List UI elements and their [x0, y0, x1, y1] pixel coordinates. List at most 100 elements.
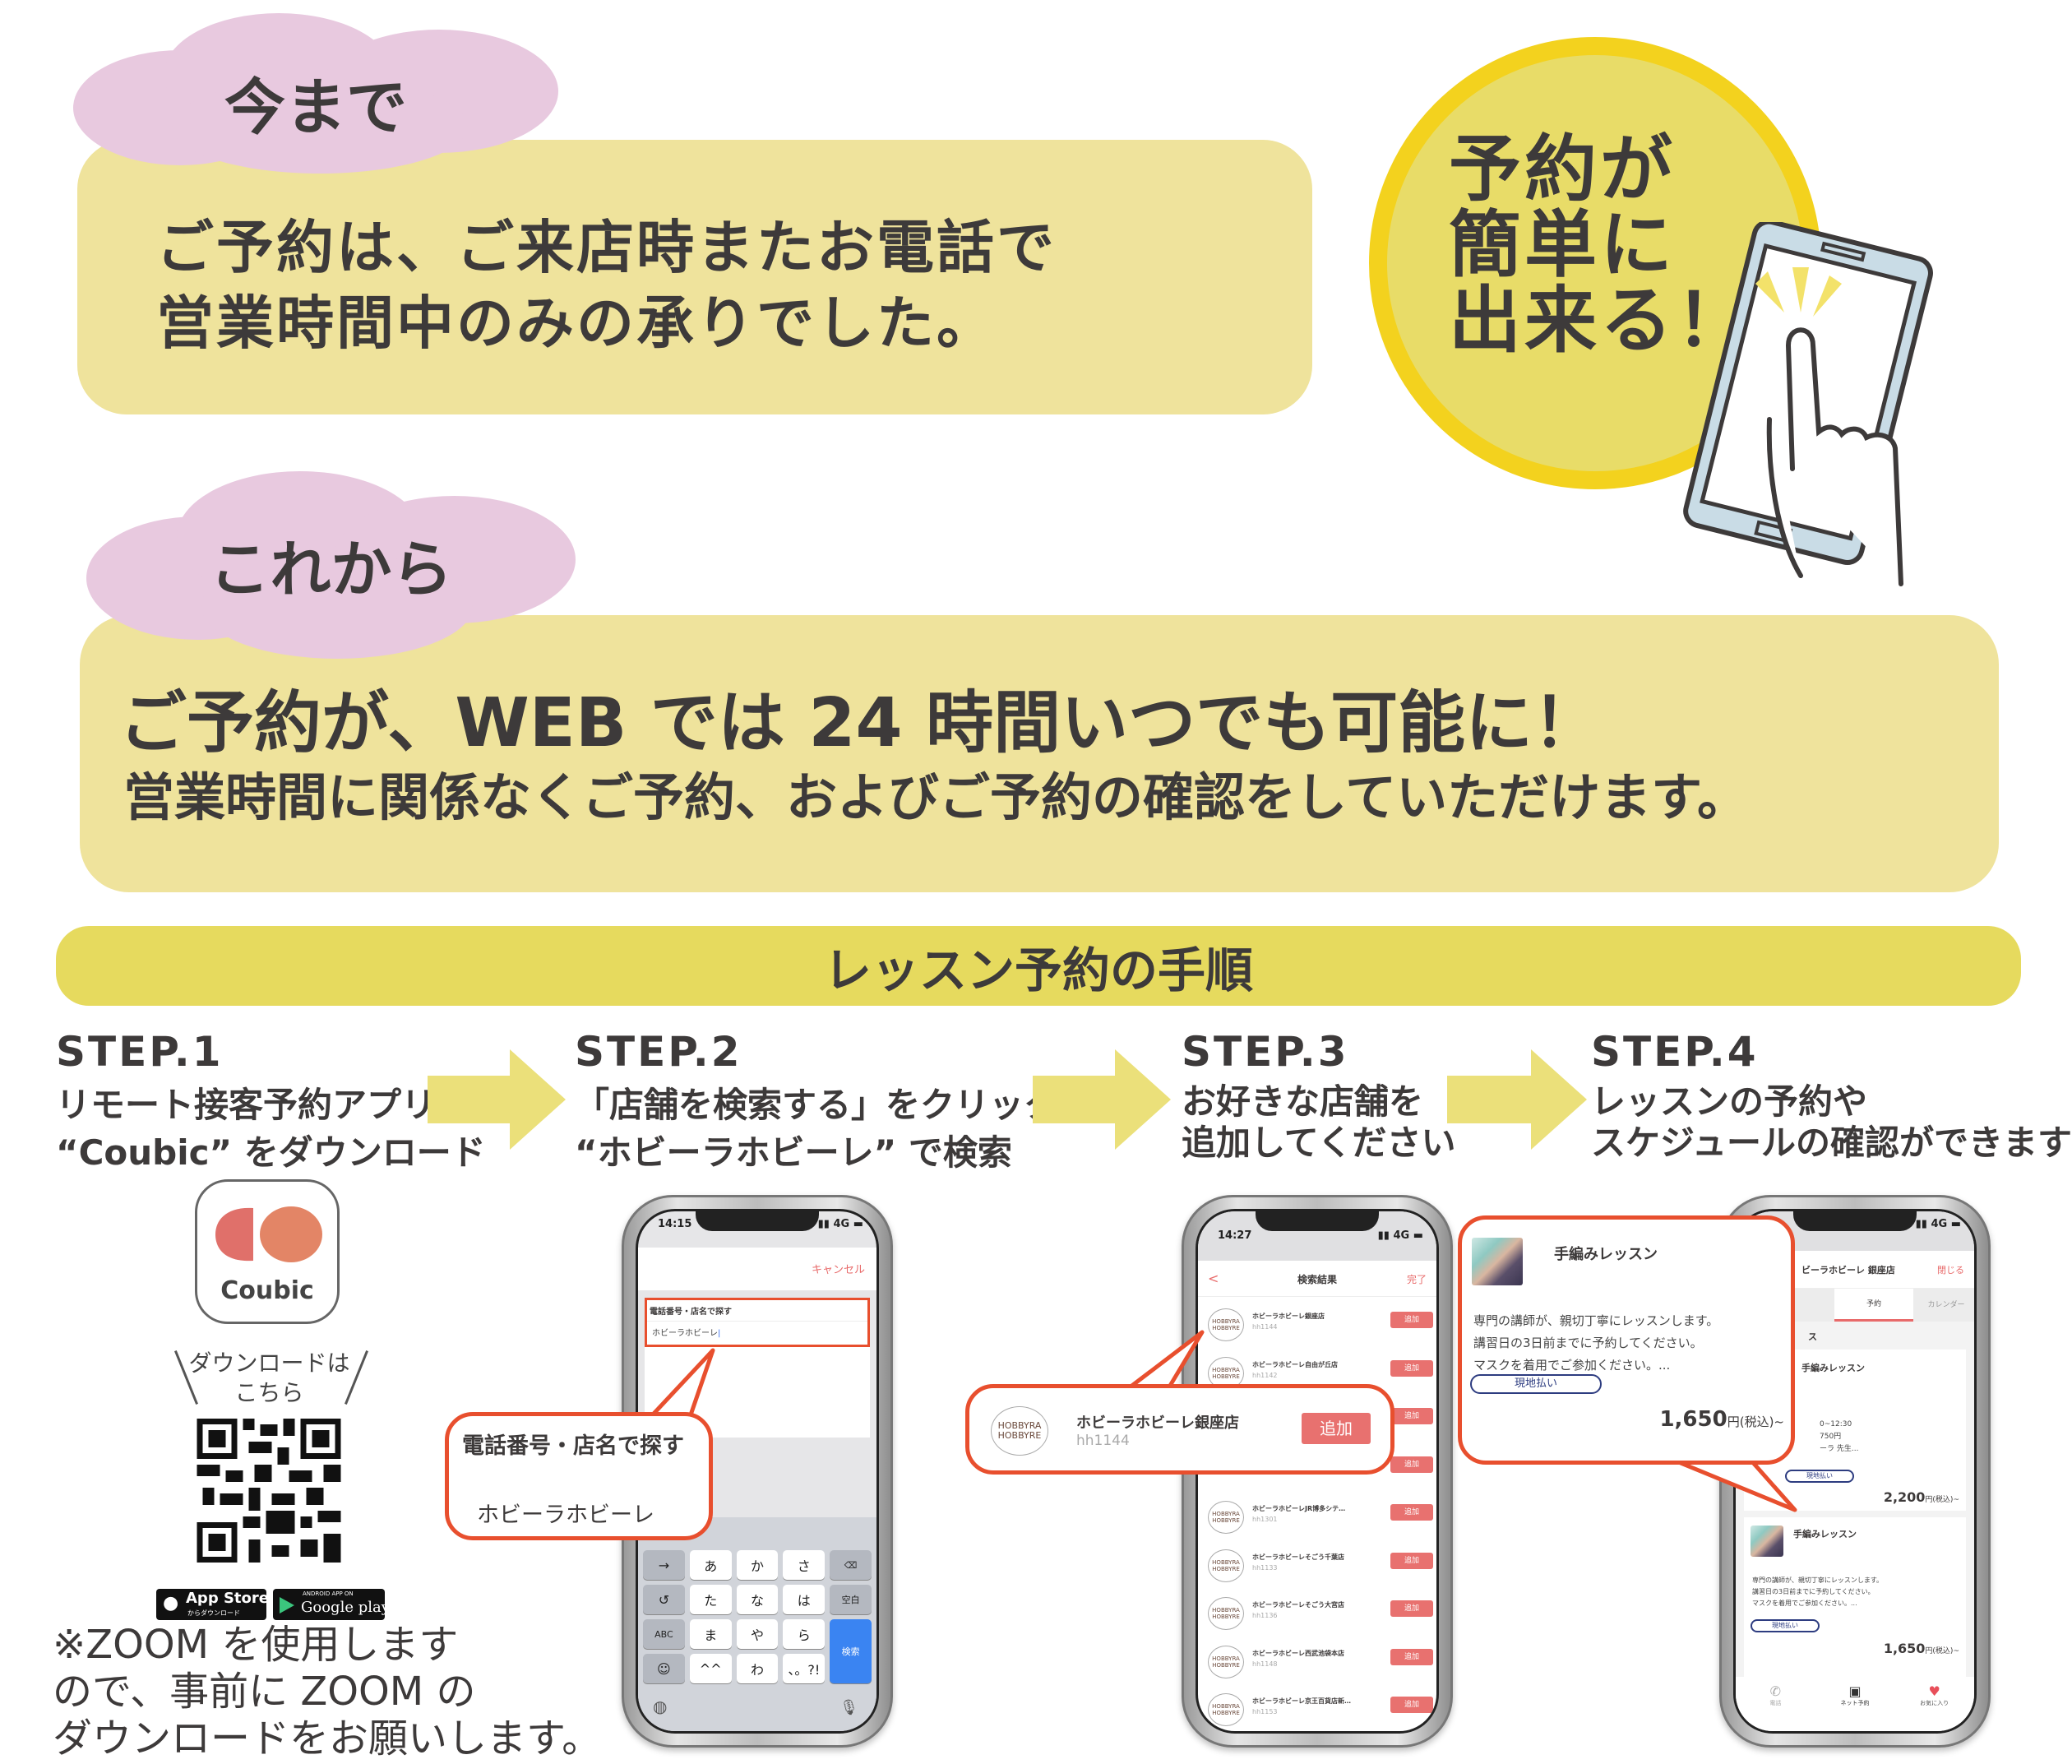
globe-icon[interactable]: ◍ — [653, 1697, 668, 1716]
callout-search-label: 電話番号・店名で探す — [462, 1433, 684, 1459]
search-input-value: ホビーラホビーレ — [652, 1329, 718, 1338]
keyboard-key[interactable]: 空白 — [830, 1585, 872, 1614]
step2-heading: STEP.2 — [575, 1028, 742, 1076]
add-store-button[interactable]: 追加 — [1390, 1456, 1433, 1473]
done-button[interactable]: 完了 — [1406, 1274, 1427, 1285]
zoom-note: ※ZOOM を使用します ので、事前に ZOOM の ダウンロードをお願いします… — [53, 1622, 601, 1762]
keyboard-key[interactable]: ら — [783, 1619, 826, 1649]
keyboard-key[interactable]: わ — [736, 1654, 779, 1683]
back-button[interactable]: < — [1208, 1271, 1219, 1286]
add-store-button[interactable]: 追加 — [1390, 1697, 1433, 1713]
google-play-badge[interactable]: ANDROID APP ON Google play — [273, 1589, 390, 1620]
search-input[interactable]: ホビーラホビーレ| — [652, 1329, 721, 1338]
search-callout: 電話番号・店名で探す ホビーラホビーレ — [445, 1412, 713, 1540]
keyboard-key[interactable]: あ — [689, 1550, 732, 1580]
desc-line: マスクを着用でご参加ください。... — [1473, 1358, 1671, 1373]
procedure-title-bar: レッスン予約の手順 — [56, 926, 2021, 1006]
store-name: ホビーラホビーレそごう大宮店 — [1252, 1601, 1344, 1609]
nav-label: ネット予約 — [1840, 1700, 1870, 1706]
add-store-button[interactable]: 追加 — [1390, 1359, 1433, 1377]
phone-notch — [696, 1211, 819, 1231]
nav-net-booking[interactable]: ▣ネット予約 — [1815, 1677, 1895, 1731]
keyboard-key[interactable]: な — [736, 1585, 779, 1614]
download-line: こちら — [234, 1379, 304, 1406]
step2-text: 「店舗を検索する」をクリックし“ホビーラホビーレ” で検索 — [575, 1081, 1093, 1177]
nav-favorites[interactable]: ♥お気に入り — [1894, 1677, 1974, 1731]
signal-label: 4G — [1393, 1229, 1410, 1242]
store-code: hh1133 — [1252, 1563, 1278, 1572]
logo-text: HOBBYRE — [1212, 1614, 1240, 1620]
keyboard-key[interactable]: ABC — [643, 1619, 685, 1649]
keyboard-key[interactable]: か — [736, 1550, 779, 1580]
add-store-button[interactable]: 追加 — [1390, 1552, 1433, 1569]
keyboard-key[interactable]: ^^ — [689, 1654, 732, 1683]
keyboard-key[interactable]: ↺ — [643, 1585, 685, 1614]
nav-phone[interactable]: ✆電話 — [1736, 1677, 1815, 1731]
note-line: ※ZOOM を使用します — [53, 1622, 459, 1668]
add-store-button[interactable]: 追加 — [1390, 1648, 1433, 1665]
step2-line: 「店舗を検索する」をクリックし — [575, 1085, 1094, 1125]
app-store-badge[interactable]: ● App Store からダウンロード — [156, 1589, 269, 1620]
keyboard-key[interactable]: → — [643, 1550, 685, 1580]
lesson-card[interactable]: 手編みレッスン 専門の講師が、親切丁寧にレッスンします。 講習日の3日前までに予… — [1744, 1517, 1966, 1678]
lesson-price: 1,650円(税込)~ — [1884, 1641, 1959, 1656]
keyboard-key[interactable]: や — [736, 1619, 779, 1649]
keyboard-key[interactable]: た — [689, 1585, 732, 1614]
keyboard-key[interactable]: 、。?! — [783, 1654, 826, 1683]
coubic-app-icon[interactable]: Coubic — [195, 1179, 340, 1324]
price-value: 2,200 — [1883, 1489, 1926, 1505]
step1-line: リモート接客予約アプリ — [56, 1085, 437, 1125]
store-name: ホビーラホビーレそごう千葉店 — [1252, 1553, 1344, 1561]
search-field-highlight[interactable]: 電話番号・店名で探す ホビーラホビーレ| — [645, 1298, 870, 1347]
keyboard-key[interactable]: 検索 — [830, 1619, 872, 1683]
status-time: 14:27 — [1218, 1229, 1252, 1242]
keyboard-key[interactable]: は — [783, 1585, 826, 1614]
lesson-teacher: ーラ 先生... — [1820, 1445, 1859, 1453]
callout-add-button[interactable]: 追加 — [1302, 1413, 1371, 1444]
add-store-button[interactable]: 追加 — [1390, 1408, 1433, 1424]
desc-line: 講習日の3日前までに予約してください。 — [1473, 1336, 1703, 1350]
tab-calendar[interactable]: カレンダー — [1927, 1301, 1965, 1309]
after-panel — [80, 615, 1999, 892]
microphone-icon[interactable]: 🎙 — [839, 1699, 858, 1716]
after-label: これから — [209, 535, 453, 605]
close-button[interactable]: 閉じる — [1937, 1265, 1964, 1276]
lesson-title: 手編みレッスン — [1801, 1363, 1865, 1373]
store-name: ビーラホビーレ 銀座店 — [1801, 1265, 1895, 1276]
badge-line-3: 出来る！ — [1449, 278, 1752, 363]
tab-reserve[interactable]: 予約 — [1834, 1289, 1913, 1322]
keyboard-key[interactable]: ま — [689, 1619, 732, 1649]
before-panel — [77, 140, 1312, 414]
section-title-partial: ス — [1808, 1331, 1817, 1342]
before-cloud: 今まで — [73, 13, 558, 174]
logo-text: HOBBYRE — [1212, 1565, 1240, 1572]
phone-notch — [1256, 1211, 1379, 1231]
qr-code[interactable] — [195, 1419, 343, 1563]
cancel-button[interactable]: キャンセル — [811, 1264, 865, 1276]
heart-icon: ♥ — [1928, 1683, 1940, 1699]
status-signal: ▮▮ 4G ▬ — [1915, 1218, 1961, 1230]
keyboard-key[interactable]: さ — [783, 1550, 826, 1580]
keyboard-key[interactable]: ☺ — [643, 1654, 685, 1683]
logo-text: HOBBYRA — [1212, 1703, 1240, 1710]
badge-line-1: 予約が — [1449, 127, 1677, 211]
signal-label: 4G — [1931, 1218, 1948, 1230]
add-store-button[interactable]: 追加 — [1390, 1312, 1433, 1328]
add-store-button[interactable]: 追加 — [1390, 1504, 1433, 1521]
desc-line: 講習日の3日前までに予約してください。 — [1752, 1588, 1875, 1595]
bottom-nav: ✆電話 ▣ネット予約 ♥お気に入り — [1736, 1677, 1974, 1731]
add-store-button[interactable]: 追加 — [1390, 1600, 1433, 1617]
step4-text: レッスンの予約やスケジュールの確認ができます — [1591, 1081, 2072, 1164]
keyboard-key[interactable]: ⌫ — [830, 1550, 872, 1580]
phone-icon: ✆ — [1769, 1683, 1782, 1699]
callout-pay-badge: 現地払い — [1470, 1374, 1602, 1394]
logo-text: HOBBYRA — [997, 1420, 1042, 1431]
